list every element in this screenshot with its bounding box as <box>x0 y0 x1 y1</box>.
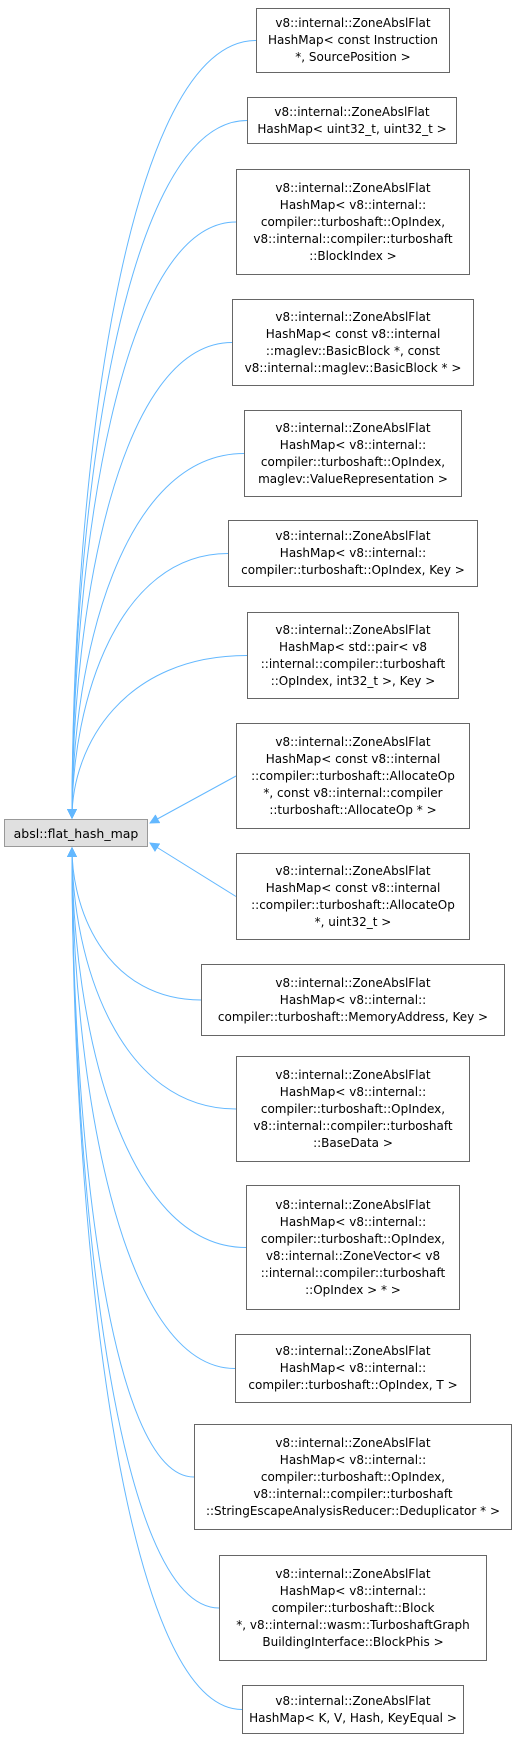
base-class-label: absl::flat_hash_map <box>13 825 139 841</box>
derived-class-label: v8::internal::ZoneAbslFlat HashMap< uint… <box>257 104 447 136</box>
derived-class-node[interactable]: v8::internal::ZoneAbslFlat HashMap< v8::… <box>236 169 470 275</box>
derived-class-node[interactable]: v8::internal::ZoneAbslFlat HashMap< uint… <box>247 97 457 144</box>
derived-class-node[interactable]: v8::internal::ZoneAbslFlat HashMap< cons… <box>232 299 474 386</box>
derived-class-label: v8::internal::ZoneAbslFlat HashMap< K, V… <box>249 1693 457 1725</box>
derived-class-label: v8::internal::ZoneAbslFlat HashMap< cons… <box>251 734 455 817</box>
inheritance-edge <box>149 775 237 824</box>
derived-class-label: v8::internal::ZoneAbslFlat HashMap< v8::… <box>205 1435 501 1518</box>
inheritance-edge <box>67 655 248 819</box>
derived-class-label: v8::internal::ZoneAbslFlat HashMap< v8::… <box>258 420 448 486</box>
derived-class-label: v8::internal::ZoneAbslFlat HashMap< v8::… <box>253 180 453 263</box>
inheritance-edge <box>67 847 202 1001</box>
derived-class-label: v8::internal::ZoneAbslFlat HashMap< cons… <box>244 309 462 375</box>
inheritance-edge <box>67 847 236 1369</box>
inheritance-edge <box>149 842 237 897</box>
inheritance-edge <box>67 120 248 819</box>
derived-class-node[interactable]: v8::internal::ZoneAbslFlat HashMap< v8::… <box>235 1334 471 1403</box>
inheritance-edge <box>67 847 195 1478</box>
derived-class-node[interactable]: v8::internal::ZoneAbslFlat HashMap< K, V… <box>242 1685 464 1734</box>
derived-class-label: v8::internal::ZoneAbslFlat HashMap< cons… <box>251 863 455 929</box>
derived-class-node[interactable]: v8::internal::ZoneAbslFlat HashMap< v8::… <box>194 1424 512 1530</box>
derived-class-node[interactable]: v8::internal::ZoneAbslFlat HashMap< std:… <box>247 612 459 699</box>
inheritance-edge <box>67 221 237 819</box>
derived-class-label: v8::internal::ZoneAbslFlat HashMap< v8::… <box>217 975 489 1024</box>
derived-class-label: v8::internal::ZoneAbslFlat HashMap< v8::… <box>260 1197 446 1297</box>
derived-class-node[interactable]: v8::internal::ZoneAbslFlat HashMap< v8::… <box>244 410 462 497</box>
derived-class-label: v8::internal::ZoneAbslFlat HashMap< v8::… <box>236 1566 470 1649</box>
derived-class-node[interactable]: v8::internal::ZoneAbslFlat HashMap< v8::… <box>228 520 478 587</box>
inheritance-edge <box>67 453 245 819</box>
base-class-node[interactable]: absl::flat_hash_map <box>4 819 148 847</box>
inheritance-edge <box>67 847 237 1110</box>
derived-class-node[interactable]: v8::internal::ZoneAbslFlat HashMap< cons… <box>236 853 470 940</box>
derived-class-node[interactable]: v8::internal::ZoneAbslFlat HashMap< cons… <box>256 8 450 73</box>
derived-class-node[interactable]: v8::internal::ZoneAbslFlat HashMap< v8::… <box>219 1555 487 1661</box>
derived-class-label: v8::internal::ZoneAbslFlat HashMap< cons… <box>268 16 438 64</box>
derived-class-node[interactable]: v8::internal::ZoneAbslFlat HashMap< v8::… <box>201 964 505 1036</box>
derived-class-node[interactable]: v8::internal::ZoneAbslFlat HashMap< v8::… <box>246 1185 460 1310</box>
derived-class-label: v8::internal::ZoneAbslFlat HashMap< v8::… <box>253 1067 453 1150</box>
inheritance-edge <box>67 847 247 1248</box>
derived-class-node[interactable]: v8::internal::ZoneAbslFlat HashMap< v8::… <box>236 1056 470 1162</box>
derived-class-node[interactable]: v8::internal::ZoneAbslFlat HashMap< cons… <box>236 723 470 829</box>
inheritance-edge <box>67 553 229 819</box>
derived-class-label: v8::internal::ZoneAbslFlat HashMap< v8::… <box>241 529 465 577</box>
inheritance-edge <box>67 847 243 1710</box>
derived-class-label: v8::internal::ZoneAbslFlat HashMap< v8::… <box>248 1344 458 1392</box>
derived-class-label: v8::internal::ZoneAbslFlat HashMap< std:… <box>260 622 446 688</box>
inheritance-edge <box>67 342 233 819</box>
inheritance-edge <box>67 40 257 819</box>
